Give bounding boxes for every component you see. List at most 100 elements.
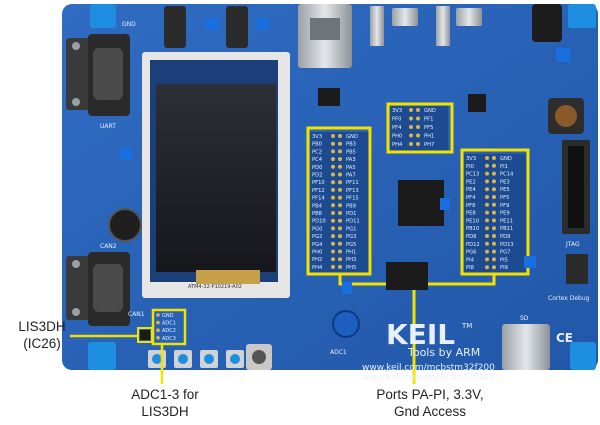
pin <box>416 125 420 129</box>
pin <box>492 179 496 184</box>
pin-label: PG2 <box>312 234 322 240</box>
pin-label: PF4 <box>392 125 402 131</box>
pin <box>338 241 342 246</box>
pin-label: PF11 <box>346 180 359 186</box>
pin-label: PG7 <box>500 250 510 256</box>
potentiometer <box>332 310 360 338</box>
adc-silk: ADC1 <box>330 349 347 356</box>
pin <box>331 149 335 154</box>
pin-label: PF9 <box>500 203 509 209</box>
pin <box>338 264 342 269</box>
pin-label: PI8 <box>466 265 474 271</box>
gnd-silk: GND <box>122 21 136 28</box>
memory-chip <box>386 262 428 290</box>
pin-label: PH2 <box>312 257 322 263</box>
pin-label: PD8 <box>466 234 476 240</box>
pin-label: PC13 <box>466 172 479 178</box>
pin <box>331 226 335 231</box>
pin-label: PF12 <box>312 188 325 194</box>
callout-ports: Ports PA-PI, 3.3V, Gnd Access <box>340 386 520 420</box>
callout-adc: ADC1-3 for LIS3DH <box>106 386 224 420</box>
pin-label: PB0 <box>312 142 322 148</box>
pin <box>485 234 489 238</box>
pin <box>338 203 342 208</box>
can2-silk: CAN2 <box>100 243 117 250</box>
pin <box>416 133 420 138</box>
callout-lis3dh-line2: (IC26) <box>23 336 61 351</box>
pin-label: PB8 <box>312 211 322 217</box>
push-button-cap[interactable] <box>230 354 240 364</box>
pin <box>485 202 489 207</box>
pin <box>492 234 496 238</box>
adc-pin-label: ADC3 <box>162 336 176 342</box>
pin-label: PD13 <box>500 242 514 248</box>
pin <box>331 241 335 246</box>
pin-label: PE3 <box>500 179 510 185</box>
pin-label: PA3 <box>346 157 356 163</box>
pin-label: PB10 <box>466 226 479 232</box>
cortex-debug-silk: Cortex Debug <box>548 295 590 302</box>
pin <box>416 142 420 146</box>
push-button-cap[interactable] <box>152 354 162 364</box>
pin-label: PC14 <box>500 172 514 178</box>
adc-pin <box>156 336 160 340</box>
lis3dh-chip <box>140 330 150 340</box>
pin <box>485 179 489 184</box>
standoff-bottom-right <box>570 342 596 370</box>
pin-label: PD0 <box>312 165 322 171</box>
pin-label: PC2 <box>312 149 322 155</box>
pin <box>331 187 335 192</box>
pin <box>492 156 496 160</box>
pin-label: PD12 <box>466 242 480 248</box>
pin <box>492 210 496 215</box>
joystick <box>246 344 272 370</box>
pin <box>338 234 342 239</box>
standoff-bottom-left <box>88 342 116 370</box>
pin <box>338 249 342 254</box>
push-button-cap[interactable] <box>204 354 214 364</box>
ethernet-connector <box>298 4 352 68</box>
sd-card-slot: SD <box>502 315 550 370</box>
pin <box>331 157 335 162</box>
pin <box>331 172 335 177</box>
pin <box>338 157 342 162</box>
inductor <box>548 98 584 134</box>
pin-label: 3V3 <box>466 156 476 162</box>
power-jack <box>532 4 562 42</box>
callout-lis3dh: LIS3DH (IC26) <box>6 318 78 352</box>
pin-label: PH1 <box>346 250 356 256</box>
pin <box>409 108 413 112</box>
pin <box>409 125 413 129</box>
pin <box>492 187 496 192</box>
pin <box>331 141 335 146</box>
pin-label: PF13 <box>346 188 359 194</box>
adc-pin-label: GND <box>162 313 174 319</box>
pin-label: PH0 <box>392 134 402 140</box>
pin-label: PD2 <box>312 173 322 179</box>
pin-label: GND <box>424 108 436 114</box>
pin-label: PB9 <box>346 203 356 209</box>
pin <box>492 171 496 176</box>
pin <box>492 265 496 270</box>
pin <box>492 218 496 223</box>
callout-lis3dh-line1: LIS3DH <box>18 319 66 334</box>
pin-label: PF4 <box>466 195 476 201</box>
pin <box>409 142 413 146</box>
pin-label: PI4 <box>466 257 475 263</box>
small-chip-2 <box>318 88 340 106</box>
pin <box>409 133 413 138</box>
pin <box>409 116 413 121</box>
pin-label: PI9 <box>500 265 508 271</box>
pin-label: PF5 <box>500 195 509 201</box>
pin <box>485 226 489 231</box>
pin <box>338 257 342 262</box>
callout-ports-line1: Ports PA-PI, 3.3V, <box>376 387 484 402</box>
pin <box>485 265 489 270</box>
pin-label: PD1 <box>346 211 356 217</box>
pin <box>331 164 335 169</box>
pin-label: PG4 <box>312 242 323 248</box>
pin-label: PH4 <box>392 142 403 148</box>
pin-label: PG6 <box>466 250 476 256</box>
push-button-cap[interactable] <box>178 354 188 364</box>
